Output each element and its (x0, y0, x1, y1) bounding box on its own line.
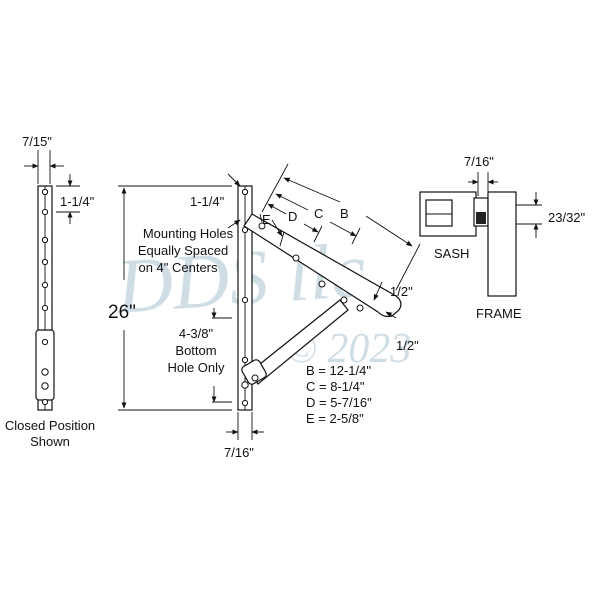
dim-arrow (227, 173, 241, 187)
closed-position-view: 7/15" 1-1/4" Closed Position Shown (5, 134, 95, 449)
mount-hole (241, 399, 249, 407)
sash-frame-section: 7/16" 23/32" SASH FRAME (419, 154, 586, 321)
mount-hole (41, 338, 49, 346)
dim-arrow-d (303, 223, 319, 233)
dim-half-upper: 1/2" (390, 284, 413, 299)
mount-hole (41, 281, 49, 289)
legend-b: B = 12-1/4" (306, 363, 371, 378)
dim-bottom-label: 7/16" (224, 445, 254, 460)
mount-hole (41, 208, 49, 216)
note1-line2: Equally Spaced (138, 243, 228, 258)
dim-arrow-c (275, 193, 309, 211)
mount-hole (241, 188, 249, 196)
mount-hole (41, 304, 49, 312)
mount-hole (241, 356, 249, 364)
dim-side-label: 23/32" (548, 210, 586, 225)
label-e: E (262, 212, 271, 227)
dim-height-label: 26" (108, 302, 136, 323)
dim-top-label: 1-1/4" (190, 194, 225, 209)
arm-hole (251, 374, 259, 382)
label-c: C (314, 206, 323, 221)
mount-hole (41, 398, 49, 406)
mount-hole (41, 188, 49, 196)
note2-line3: Hole Only (167, 360, 225, 375)
pivot-hole (41, 382, 49, 390)
legend-d: D = 5-7/16" (306, 395, 372, 410)
operator-shoe (476, 212, 486, 224)
legend-e: E = 2-5/8" (306, 411, 364, 426)
dim-arrow-e (259, 213, 263, 223)
label-b: B (340, 206, 349, 221)
label-d: D (288, 209, 297, 224)
arm-hole (340, 296, 348, 304)
caption-line1: Closed Position (5, 418, 95, 433)
mount-hole (241, 226, 249, 234)
dim-arrow-d (267, 203, 287, 215)
dim-half-lower: 1/2" (396, 338, 419, 353)
mount-hole (41, 236, 49, 244)
arm-hole (292, 254, 300, 262)
ext-line (279, 231, 285, 247)
frame-label: FRAME (476, 306, 522, 321)
note1-line1: Mounting Holes (143, 226, 234, 241)
dim-arrow (227, 219, 241, 229)
arm-hole (318, 280, 326, 288)
dim-arrow-c (329, 221, 357, 237)
dim-arrow-b (283, 177, 341, 203)
sash-label: SASH (434, 246, 469, 261)
sash-inner (425, 199, 453, 227)
arm-hole (356, 304, 364, 312)
pivot-hole (41, 368, 49, 376)
dim-top-label: 7/16" (464, 154, 494, 169)
dim-arrow (385, 311, 397, 319)
pivot-hole (241, 381, 249, 389)
caption-line2: Shown (30, 434, 70, 449)
dim-width-label: 7/15" (22, 134, 52, 149)
note2-line1: 4-3/8" (179, 326, 214, 341)
dim-arrow (373, 281, 383, 301)
note1-line3: on 4" Centers (138, 260, 218, 275)
mount-hole (41, 258, 49, 266)
dim-arrow-b (365, 215, 413, 247)
mount-hole (241, 296, 249, 304)
dim-top-label: 1-1/4" (60, 194, 95, 209)
open-position-view: 26" 1-1/4" Mounting Holes Equally Spaced… (108, 163, 421, 460)
note2-line2: Bottom (175, 343, 216, 358)
long-arm (243, 213, 402, 318)
ext-line (395, 243, 421, 291)
legend-c: C = 8-1/4" (306, 379, 365, 394)
ext-line (313, 225, 323, 243)
arm-hole (258, 222, 266, 230)
dim-arrow-e (271, 219, 283, 237)
ext-line (261, 163, 289, 213)
shoe (241, 359, 267, 385)
frame-profile (487, 191, 517, 297)
